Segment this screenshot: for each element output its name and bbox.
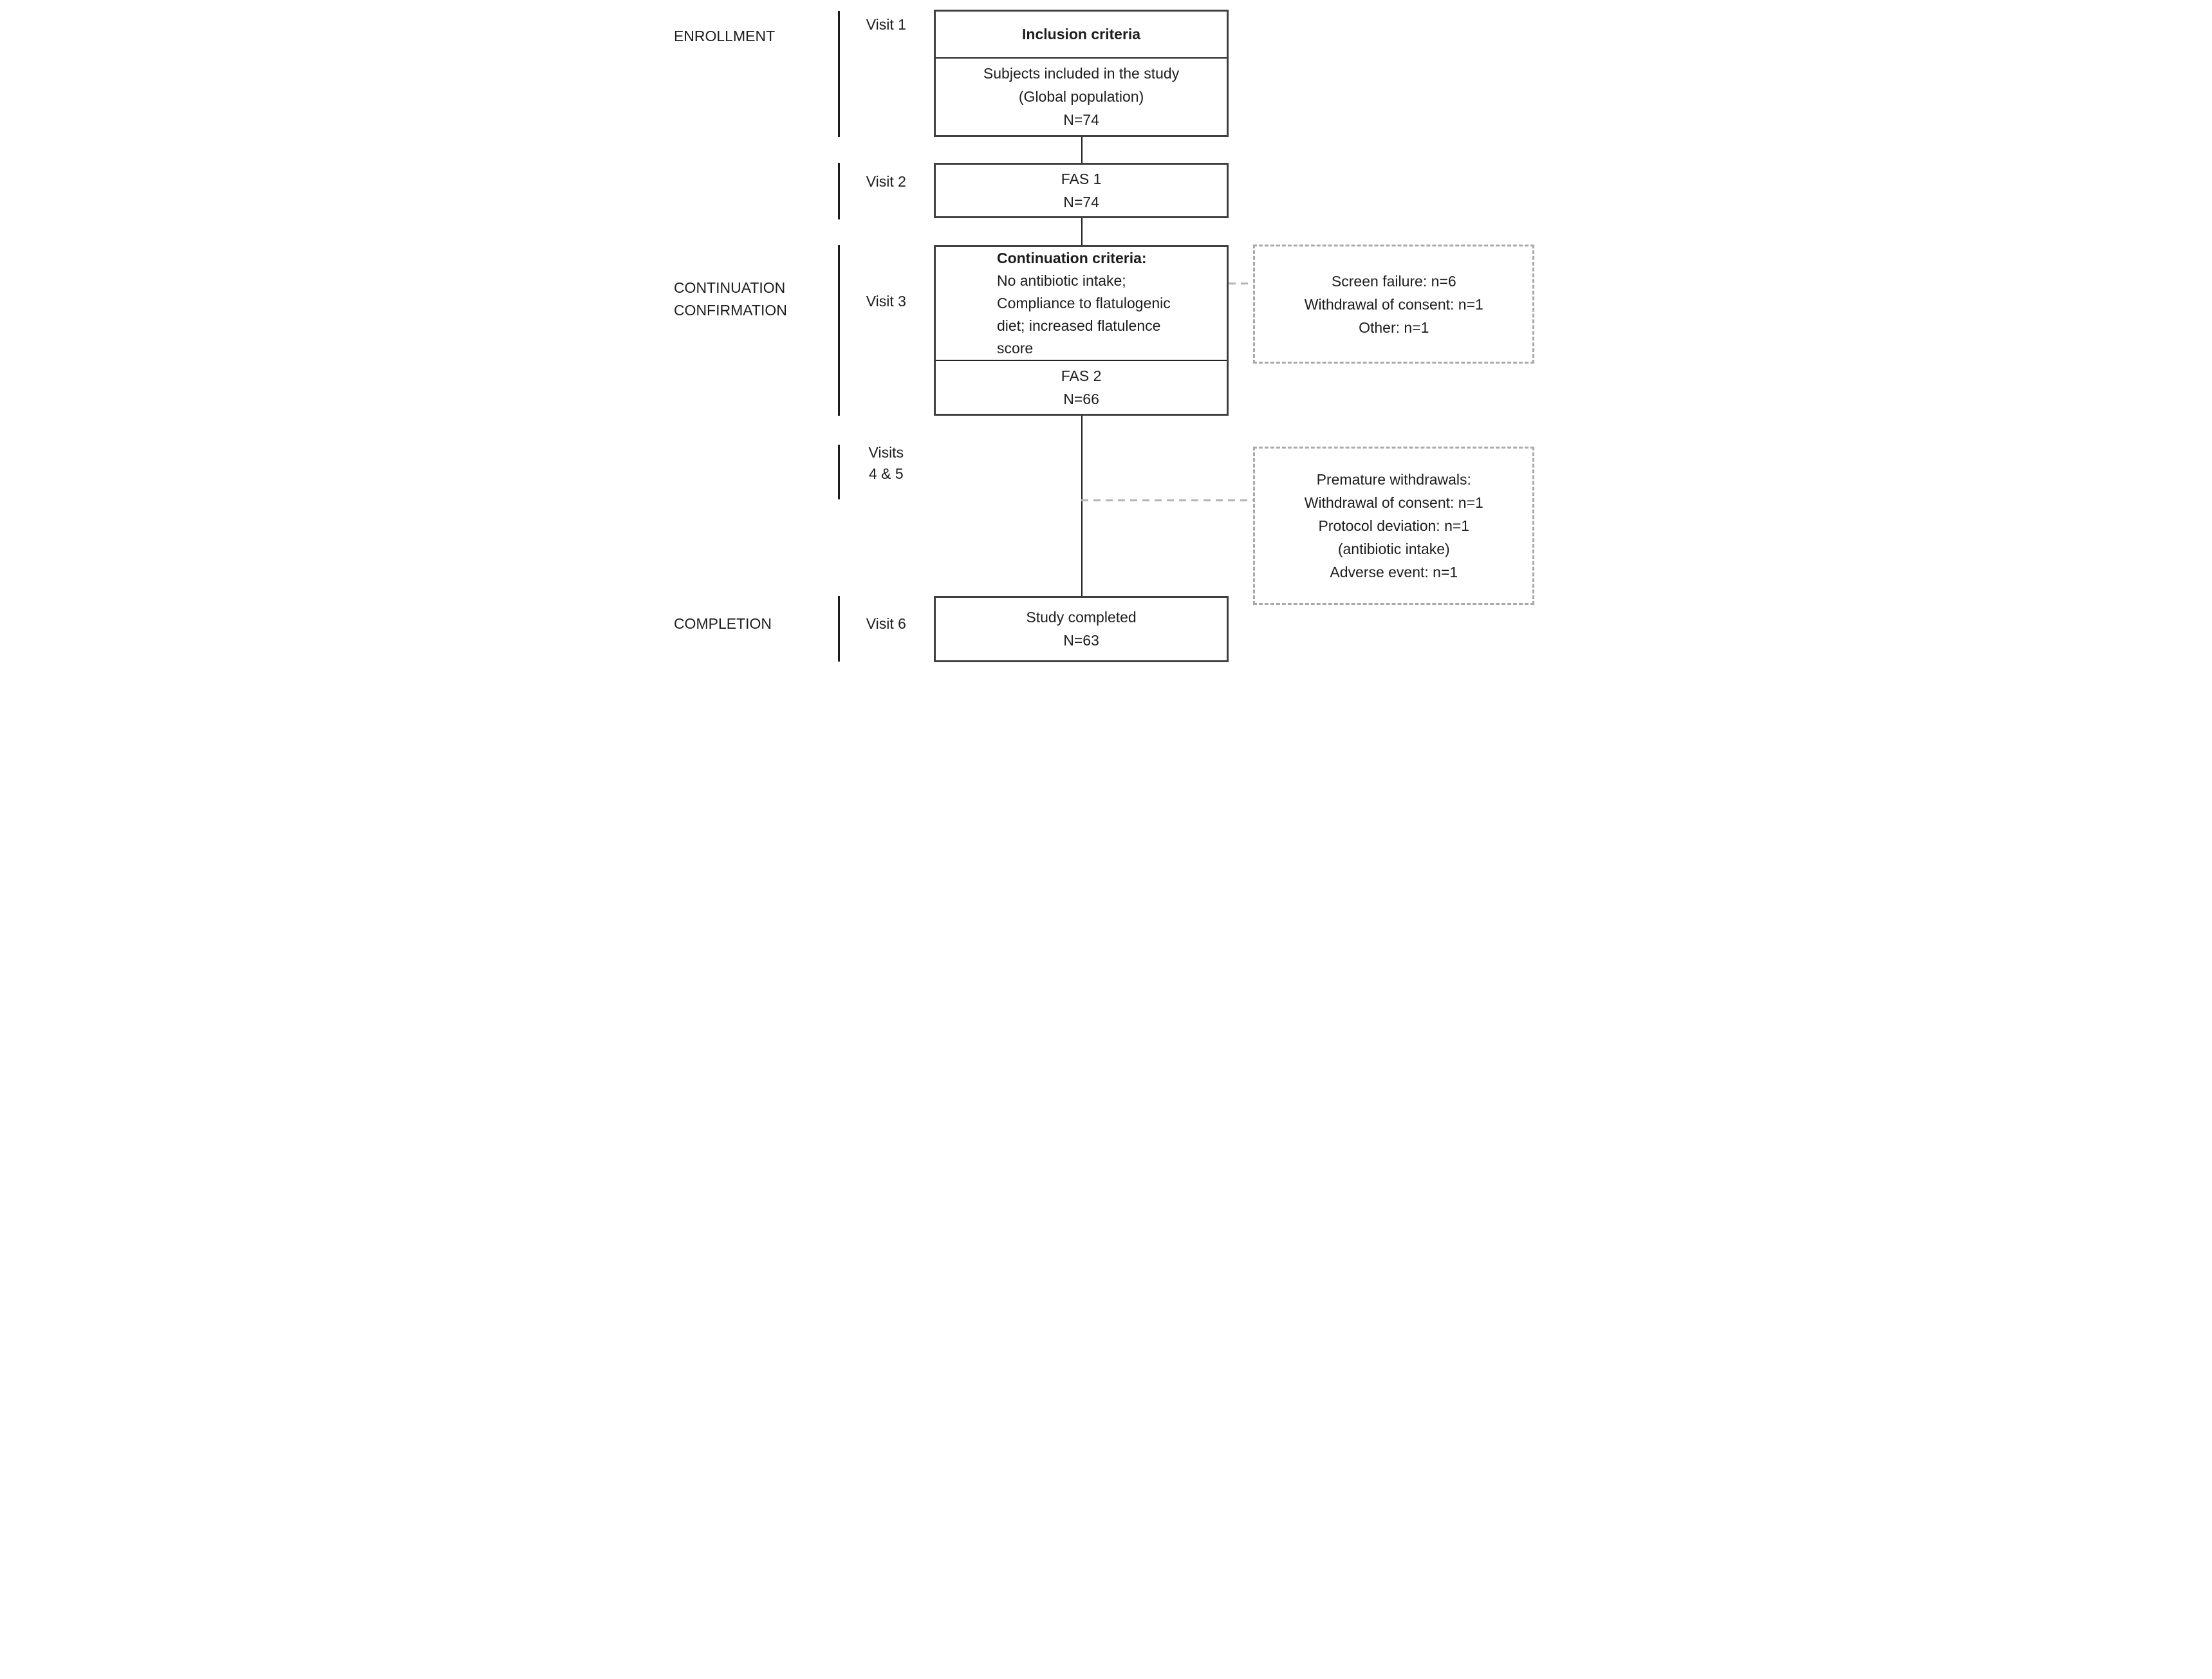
box-continuation-line1: No antibiotic intake; — [996, 272, 1126, 289]
connector-inclusion-to-fas1 — [1081, 136, 1083, 163]
visit-label-3: Visit 3 — [866, 293, 906, 310]
visit-label-1: Visit 1 — [866, 16, 906, 33]
connector-fas2-to-completed — [1081, 415, 1083, 597]
box-continuation-header: Continuation criteria: — [996, 249, 1147, 266]
box-inclusion-line1: Subjects included in the study — [983, 65, 1180, 82]
phase-label-enrollment: ENROLLMENT — [673, 28, 776, 44]
box-fas1: FAS 1 N=74 — [934, 162, 1229, 219]
connector-fas1-to-continuation — [1081, 218, 1083, 246]
phase-tick-visit2 — [837, 162, 840, 219]
box-inclusion-body: Subjects included in the study (Global p… — [936, 59, 1227, 135]
box-continuation-criteria-text: Continuation criteria: No antibiotic int… — [936, 247, 1227, 361]
dashed-connector-screen-failure — [1229, 283, 1254, 285]
box-continuation-line2: Compliance to flatulogenic — [996, 294, 1171, 311]
study-flow-diagram: ENROLLMENT CONTINUATION CONFIRMATION COM… — [664, 0, 1548, 672]
box-study-completed-body: Study completed N=63 — [936, 598, 1227, 660]
screen-failure-line2: Withdrawal of consent: n=1 — [1304, 295, 1483, 313]
box-continuation-line4: score — [996, 339, 1034, 357]
box-fas2-label: FAS 2 — [1061, 367, 1102, 385]
phase-tick-enrollment — [837, 10, 840, 137]
premature-line3: Protocol deviation: n=1 — [1318, 517, 1470, 535]
box-inclusion-criteria: Inclusion criteria Subjects included in … — [934, 9, 1229, 137]
screen-failure-line3: Other: n=1 — [1359, 319, 1429, 336]
box-fas1-count: N=74 — [1063, 194, 1099, 211]
box-inclusion-header: Inclusion criteria — [936, 12, 1227, 59]
box-fas1-label: FAS 1 — [1061, 171, 1102, 188]
premature-line4: (antibiotic intake) — [1337, 541, 1450, 558]
box-continuation-criteria: Continuation criteria: No antibiotic int… — [934, 245, 1229, 416]
box-study-completed-count: N=63 — [1063, 632, 1099, 649]
box-premature-withdrawals: Premature withdrawals: Withdrawal of con… — [1253, 447, 1535, 606]
visit-label-4-5-line2: 4 & 5 — [868, 465, 904, 482]
box-inclusion-count: N=74 — [1063, 111, 1099, 129]
box-fas2-count: N=66 — [1063, 391, 1099, 408]
screen-failure-line1: Screen failure: n=6 — [1331, 272, 1456, 290]
dashed-connector-premature-withdrawals — [1081, 499, 1255, 501]
box-study-completed-label: Study completed — [1026, 609, 1137, 626]
box-fas2-body: FAS 2 N=66 — [936, 361, 1227, 414]
premature-line1: Premature withdrawals: — [1316, 471, 1471, 488]
phase-tick-visits-4-5 — [837, 445, 840, 499]
visit-label-6: Visit 6 — [866, 615, 906, 633]
visit-label-2: Visit 2 — [866, 173, 906, 190]
box-inclusion-line2: (Global population) — [1018, 88, 1144, 106]
phase-tick-visit3 — [837, 245, 840, 416]
box-fas1-body: FAS 1 N=74 — [936, 165, 1227, 216]
phase-label-continuation-line2: CONFIRMATION — [673, 302, 787, 319]
phase-tick-visit6 — [837, 595, 840, 662]
phase-label-continuation-confirmation: CONTINUATION CONFIRMATION — [674, 277, 787, 322]
box-study-completed: Study completed N=63 — [934, 595, 1229, 662]
premature-line5: Adverse event: n=1 — [1330, 564, 1458, 581]
box-continuation-line3: diet; increased flatulence — [996, 317, 1161, 334]
visit-label-4-5-line1: Visits — [868, 443, 904, 461]
phase-label-continuation-line1: CONTINUATION — [673, 279, 786, 297]
phase-label-completion: COMPLETION — [673, 615, 772, 633]
visit-label-4-5: Visits 4 & 5 — [848, 442, 924, 485]
premature-line2: Withdrawal of consent: n=1 — [1304, 494, 1483, 512]
box-screen-failure-exclusions: Screen failure: n=6 Withdrawal of consen… — [1253, 245, 1535, 364]
